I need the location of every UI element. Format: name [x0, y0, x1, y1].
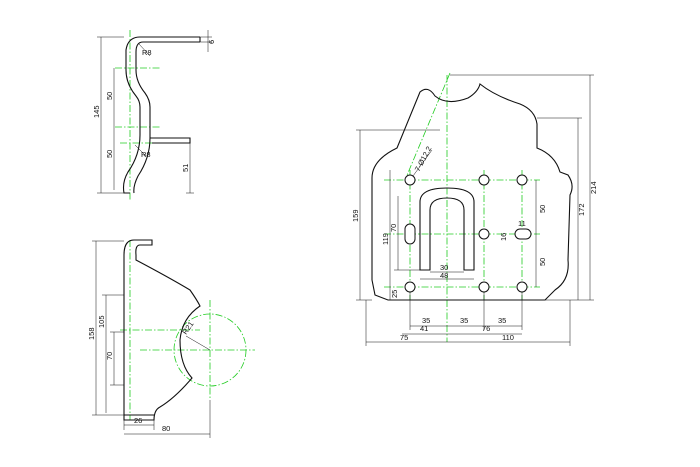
- side-view-outer-profile: [122, 36, 200, 194]
- bottom-view: 158 105 70 26 80 R21: [87, 239, 255, 438]
- dim-76: 76: [482, 324, 490, 333]
- bolt-hole: [404, 174, 416, 186]
- radius-r21: R21: [180, 320, 195, 336]
- bolt-hole: [516, 174, 528, 186]
- front-view-diagonal: [404, 72, 451, 181]
- slot-hole-left: [404, 223, 416, 245]
- bolt-hole: [478, 281, 490, 293]
- dim-50-upper: 50: [105, 92, 114, 100]
- dim-110: 110: [502, 333, 514, 342]
- front-view-center-slot: [419, 187, 475, 271]
- bolt-hole: [478, 174, 490, 186]
- side-view-inner-profile: [133, 41, 200, 194]
- front-view-plate-outline: [371, 83, 573, 301]
- bottom-view-profile: [123, 239, 201, 421]
- dim-16: 16: [499, 233, 508, 241]
- dim-51: 51: [181, 164, 190, 172]
- dim-70: 70: [105, 352, 114, 360]
- dim-172: 172: [577, 203, 586, 216]
- dim-41: 41: [420, 324, 428, 333]
- dim-35-left: 35: [422, 316, 430, 325]
- radius-r8-lower: R8: [141, 150, 151, 159]
- front-view: 7-Ø12.2 159 119 70 25 214 172 50 50 16 1…: [351, 72, 598, 346]
- dim-30: 30: [440, 263, 448, 272]
- side-view-lower-flange: [150, 137, 191, 144]
- dim-35-mid: 35: [460, 316, 468, 325]
- dim-158: 158: [87, 327, 96, 340]
- dim-214: 214: [589, 181, 598, 194]
- radius-r8-upper: R8: [142, 48, 152, 57]
- dim-26: 26: [134, 416, 142, 425]
- dim-80: 80: [162, 424, 170, 433]
- dim-105: 105: [97, 315, 106, 328]
- dim-119: 119: [381, 233, 390, 245]
- bolt-hole: [404, 281, 416, 293]
- dim-70: 70: [389, 224, 398, 232]
- dim-48: 48: [440, 271, 448, 280]
- dim-50-upper: 50: [538, 205, 547, 213]
- dim-50-lower: 50: [105, 150, 114, 158]
- dim-35-right: 35: [498, 316, 506, 325]
- bolt-hole: [478, 228, 490, 240]
- side-view: 145 50 50 6 51 R8 R8: [92, 30, 216, 200]
- dim-75: 75: [400, 333, 408, 342]
- dim-50-lower: 50: [538, 258, 547, 266]
- bolt-hole: [516, 281, 528, 293]
- slot-hole-right: [514, 228, 532, 240]
- hole-callout: 7-Ø12.2: [413, 145, 434, 173]
- bottom-view-large-arc: [173, 313, 247, 387]
- dim-159: 159: [351, 209, 360, 222]
- dim-145: 145: [92, 105, 101, 118]
- dim-6: 6: [207, 40, 216, 44]
- dim-11: 11: [518, 219, 526, 228]
- dim-25: 25: [390, 290, 399, 298]
